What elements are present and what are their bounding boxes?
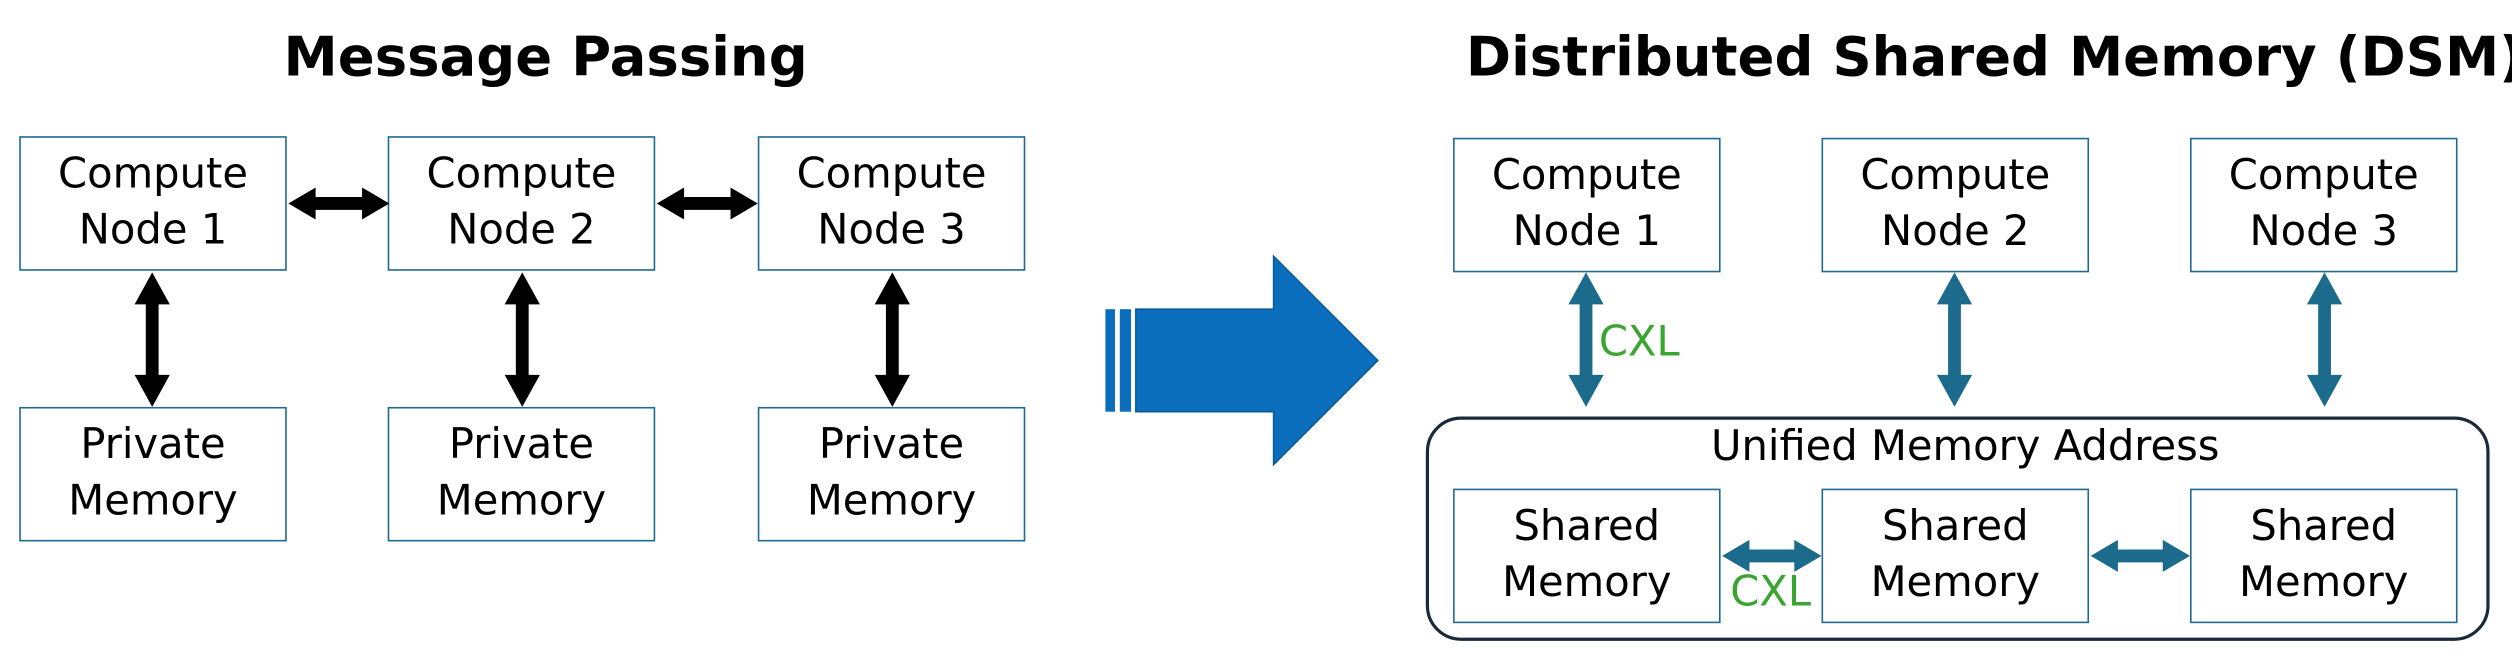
private-memory-2-box: Private Memory [387,406,656,542]
compute-node-3-box-left: Compute Node 3 [757,136,1026,271]
node3-private-memory-arrow [874,272,910,407]
shared-memory-3-box: Shared Memory [2189,488,2458,624]
message-passing-title: Message Passing [283,25,808,90]
box-label-line2: Memory [1870,559,2040,608]
box-label-line2: Node 3 [817,206,966,255]
box-label-line2: Memory [1502,559,1672,608]
box-label-line2: Node 2 [447,206,596,255]
node2-node3-arrow [656,187,758,220]
box-label-line1: Compute [58,150,248,199]
cxl-node1-arrow [1568,272,1604,407]
box-label-line2: Memory [2239,559,2409,608]
box-label-line1: Shared [2250,503,2398,552]
box-label-line1: Compute [1491,152,1682,201]
shared-memory-2-box: Shared Memory [1821,488,2090,624]
box-label-line1: Private [80,421,226,470]
box-label-line2: Node 2 [1881,208,2030,257]
transition-arrow [1105,254,1379,467]
box-label-line1: Private [448,421,595,470]
box-label-line1: Private [818,421,965,470]
node1-node2-arrow [288,187,390,220]
dsm-title: Distributed Shared Memory (DSM) [1465,25,2512,90]
box-label-line1: Compute [426,150,617,199]
box-label-line1: Compute [1860,152,2051,201]
shared1-shared2-arrow [1722,539,1822,572]
private-memory-3-box: Private Memory [757,406,1026,542]
box-label-line1: Compute [2228,152,2419,201]
box-label-line2: Node 1 [78,206,228,255]
box-label-line1: Compute [796,150,987,199]
shared-memory-1-box: Shared Memory [1453,488,1721,624]
box-label-line2: Node 1 [1512,208,1662,257]
box-label-line2: Node 3 [2249,208,2398,257]
private-memory-1-box: Private Memory [19,406,287,542]
cxl-horizontal-label: CXL [1730,568,1812,617]
node1-private-memory-arrow [134,272,170,407]
unified-memory-address-label: Unified Memory Address [1710,422,2220,471]
box-label-line2: Memory [436,477,607,526]
node2-shared-arrow [1936,272,1973,407]
compute-node-2-box-left: Compute Node 2 [387,136,656,271]
shared2-shared3-arrow [2090,539,2190,572]
transition-arrow-stripe-1 [1105,309,1116,412]
node3-shared-arrow [2306,272,2343,407]
compute-node-1-box-right: Compute Node 1 [1453,137,1721,273]
transition-arrow-body [1135,254,1379,467]
box-label-line1: Shared [1513,503,1661,552]
compute-node-3-box-right: Compute Node 3 [2189,137,2458,273]
box-label-line2: Memory [68,477,238,526]
node2-private-memory-arrow [504,272,540,407]
compute-node-1-box-left: Compute Node 1 [19,136,287,271]
box-label-line1: Shared [1881,503,2029,552]
cxl-vertical-label: CXL [1598,318,1680,367]
transition-arrow-stripe-2 [1119,309,1132,412]
box-label-line2: Memory [806,477,977,526]
compute-node-2-box-right: Compute Node 2 [1821,137,2090,273]
